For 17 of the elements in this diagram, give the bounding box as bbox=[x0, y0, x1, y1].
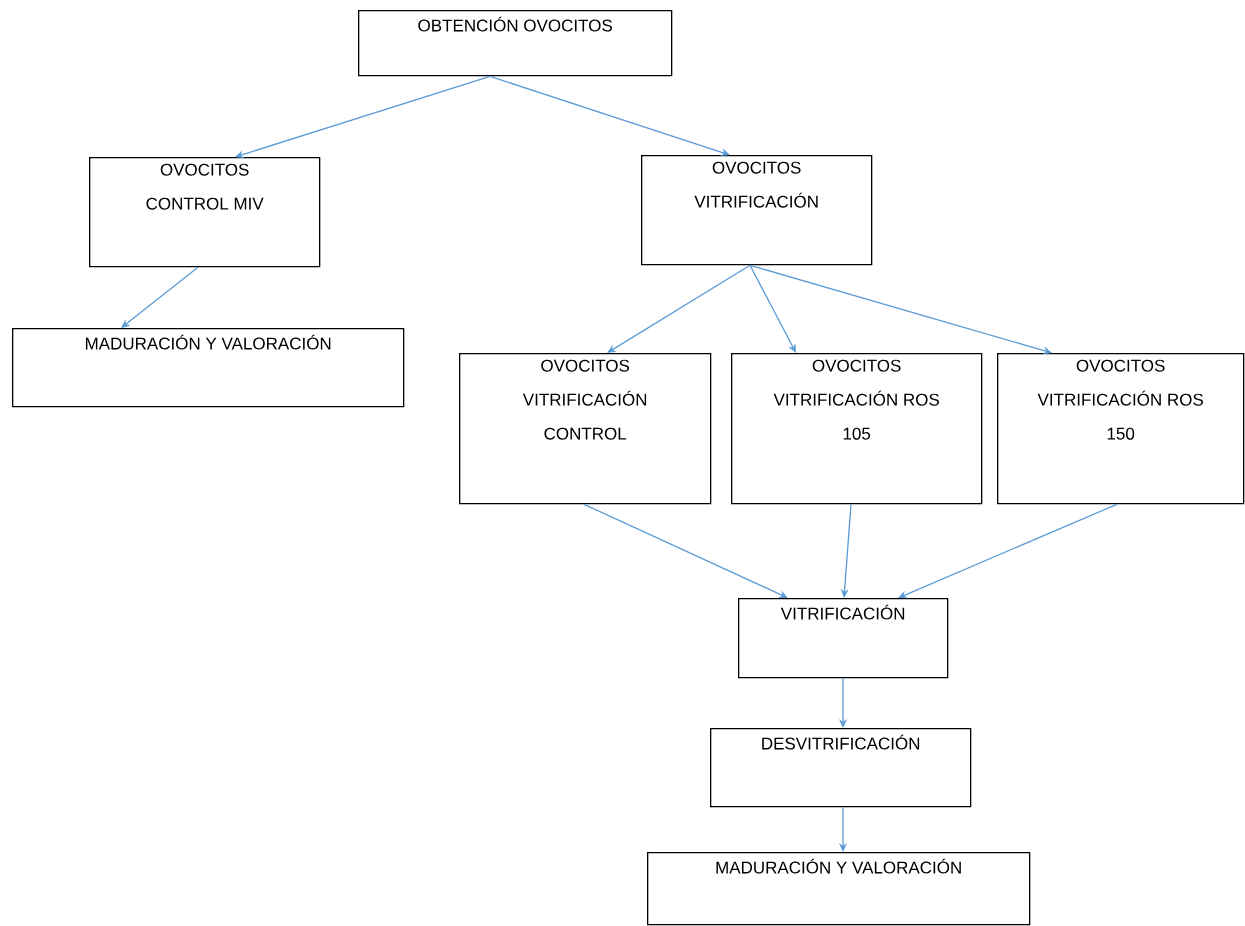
process-box: DESVITRIFICACIÓN bbox=[710, 728, 972, 808]
process-box: OVOCITOS VITRIFICACIÓN ROS 150 bbox=[997, 353, 1245, 505]
process-box: OVOCITOS VITRIFICACIÓN bbox=[641, 155, 873, 266]
process-box: OVOCITOS CONTROL MIV bbox=[89, 157, 321, 268]
arrow bbox=[749, 264, 1052, 355]
arrow bbox=[749, 264, 796, 353]
arrow bbox=[121, 266, 199, 328]
process-box: OVOCITOS VITRIFICACIÓN CONTROL bbox=[459, 353, 712, 505]
arrow bbox=[235, 75, 491, 159]
process-box: MADURACIÓN Y VALORACIÓN bbox=[647, 852, 1031, 926]
process-box: VITRIFICACIÓN bbox=[738, 598, 949, 679]
process-box: OVOCITOS VITRIFICACIÓN ROS 105 bbox=[731, 353, 983, 505]
arrow bbox=[607, 264, 751, 353]
process-box: OBTENCIÓN OVOCITOS bbox=[358, 10, 673, 77]
process-box: MADURACIÓN Y VALORACIÓN bbox=[12, 328, 405, 408]
arrow bbox=[583, 503, 788, 598]
arrow bbox=[898, 503, 1118, 599]
